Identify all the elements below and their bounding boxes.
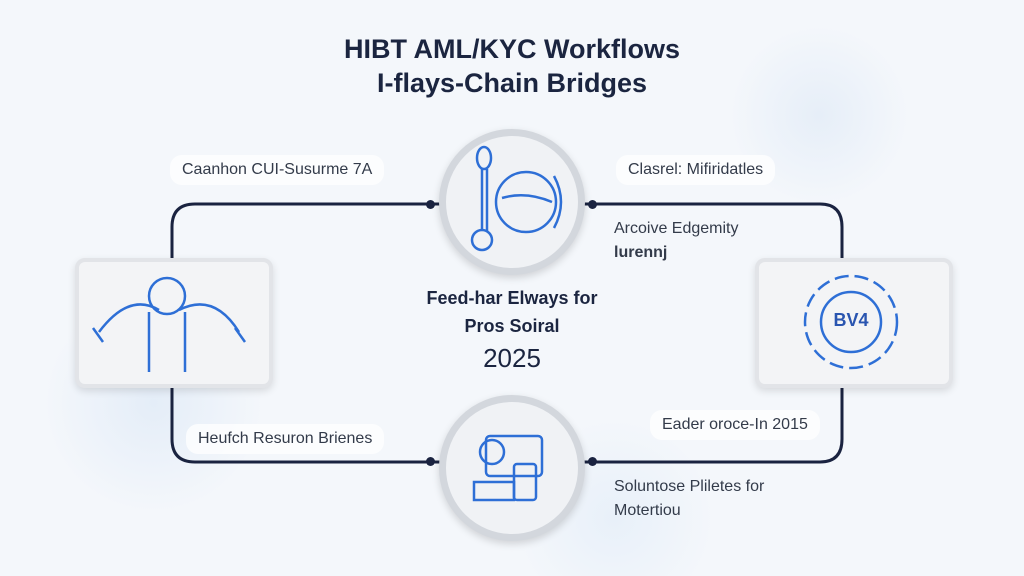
center-year: 2025 xyxy=(483,343,541,373)
right-card: BV4 xyxy=(755,258,953,388)
label-bottom-right-lower-2: Motertiou xyxy=(614,502,681,519)
gear-boxes-icon xyxy=(803,274,899,370)
label-right-upper-2: lurennj xyxy=(614,244,668,261)
workstation-icon xyxy=(472,434,544,502)
label-bottom-right-lower-1: Soluntose Pliletes for xyxy=(614,478,765,495)
bottom-node xyxy=(439,395,585,541)
person-icon xyxy=(91,276,247,372)
center-text: Feed-har Elways for Pros Soiral 2025 xyxy=(362,288,662,374)
center-line-2: Pros Soiral xyxy=(464,316,560,336)
label-top-left: Caanhon CUI-Susurme 7A xyxy=(170,155,385,185)
connector-dot xyxy=(588,457,597,466)
connector-dot xyxy=(426,457,435,466)
label-top-right: Clasrel: Mifiridatles xyxy=(616,155,776,185)
center-line-1: Feed-har Elways for xyxy=(426,288,598,308)
title-line-1: HIBT AML/KYC Workflows xyxy=(344,34,680,64)
label-right-upper-1: Arcoive Edgemity xyxy=(614,220,739,237)
connector-dot xyxy=(426,200,435,209)
top-node xyxy=(439,129,585,275)
magnifier-scan-icon xyxy=(470,145,563,252)
label-bottom-left: Heufch Resuron Brienes xyxy=(186,424,385,454)
right-card-badge: BV4 xyxy=(833,310,869,330)
title-line-2: I-flays-Chain Bridges xyxy=(376,68,648,98)
left-card xyxy=(75,258,273,388)
connector-dot xyxy=(588,200,597,209)
label-bottom-right: Eader oroce-In 2015 xyxy=(650,410,820,440)
